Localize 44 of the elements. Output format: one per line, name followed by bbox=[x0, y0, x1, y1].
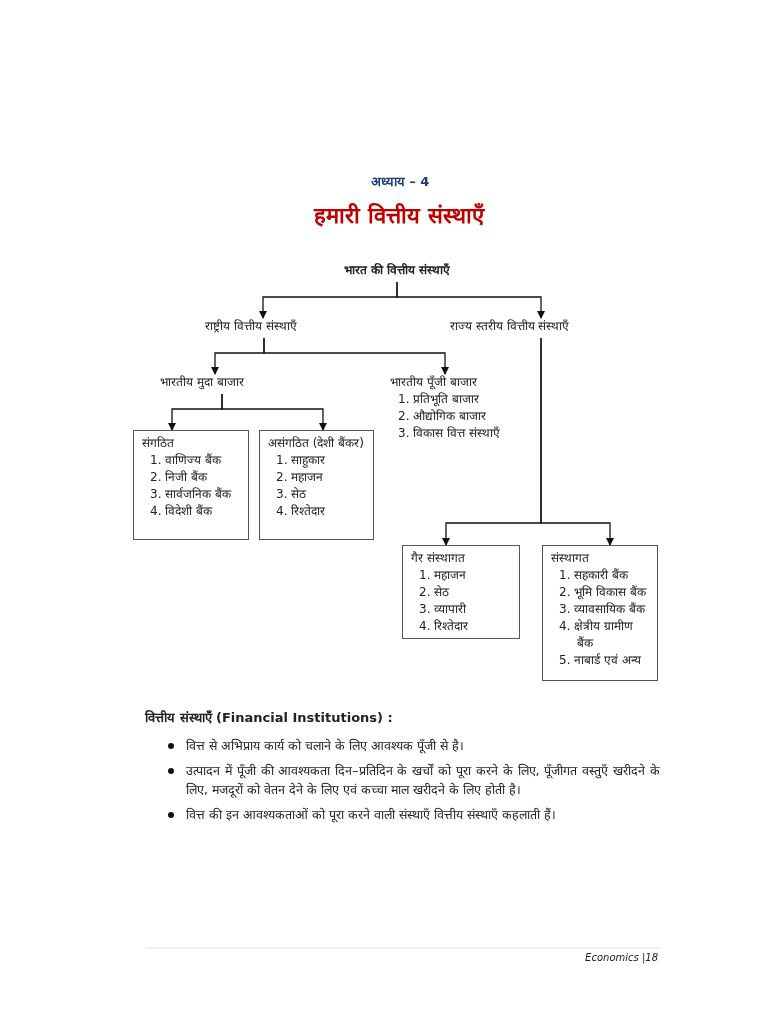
page-footer: Economics |18 bbox=[500, 950, 658, 965]
arrow bbox=[221, 393, 327, 431]
list-box bbox=[133, 430, 249, 540]
list-item: 1. साहुकार bbox=[275, 452, 327, 469]
node-heading: भारतीय पूँजी बाजार bbox=[390, 374, 478, 391]
list-item: 2. औद्योगिक बाजार bbox=[397, 408, 488, 425]
list-item: 3. सार्वजनिक बैंक bbox=[149, 486, 233, 503]
list-item: 2. महाजन bbox=[275, 469, 325, 486]
node-heading: गैर संस्थागत bbox=[411, 550, 466, 567]
list-item: 4. रिश्तेदार bbox=[418, 618, 470, 635]
list-item: 1. सहकारी बैंक bbox=[558, 567, 630, 584]
list-item: 2. भूमि विकास बैंक bbox=[558, 584, 648, 601]
arrow bbox=[263, 337, 449, 375]
node-heading: भारत की वित्तीय संस्थाएँ bbox=[342, 262, 452, 279]
list-item: 2. सेठ bbox=[418, 584, 451, 601]
node-heading: राज्य स्तरीय वित्तीय संस्थाएँ bbox=[450, 318, 571, 335]
list-item: 3. व्यापारी bbox=[418, 601, 468, 618]
list-item: 1. वाणिज्य बैंक bbox=[149, 452, 223, 469]
list-item: 4. क्षेत्रीय ग्रामीण बैंक bbox=[558, 618, 635, 652]
list-item: 5. नाबार्ड एवं अन्य bbox=[558, 652, 642, 669]
node-heading: असंगठित (देशी बैंकर) bbox=[268, 435, 365, 452]
list-item: 3. सेठ bbox=[275, 486, 308, 503]
list-item: 4. रिश्तेदार bbox=[275, 503, 327, 520]
section-heading: वित्तीय संस्थाएँ (Financial Institutions) : bbox=[145, 709, 394, 727]
bullet-text: वित्त से अभिप्राय कार्य को चलाने के लिए आवश्यक पूँजी से है। bbox=[186, 737, 464, 755]
node-heading: भारतीय मुदा बाजार bbox=[160, 374, 245, 391]
node-heading: संस्थागत bbox=[551, 550, 590, 567]
list-item: 3. विकास वित्त संस्थाएँ bbox=[397, 425, 501, 442]
list-box bbox=[259, 430, 374, 540]
arrow bbox=[396, 281, 545, 319]
bullet-text: उत्पादन में पूँजी की आवश्यकता दिन–प्रतिदिन के खर्चों को पूरा करने के लिए, पूँजीगत वस्तुएँ खरीदने के लिए, मजदूरों को वेतन देने के लिए एवं कच्चा माल खरीदने के लिए होती है। bbox=[186, 762, 660, 799]
page-title: हमारी वित्तीय संस्थाएँ bbox=[312, 202, 486, 230]
list-box bbox=[542, 545, 658, 681]
arrow bbox=[540, 337, 614, 546]
list-item: 1. महाजन bbox=[418, 567, 468, 584]
bullet-text: वित्त की इन आवश्यकताओं को पूरा करने वाली संस्थाएँ वित्तीय संस्थाएँ कहलाती हैं। bbox=[186, 806, 556, 824]
list-item: 3. व्यावसायिक बैंक bbox=[558, 601, 647, 618]
chapter-number: अध्याय – 4 bbox=[369, 173, 431, 191]
node-heading: राष्ट्रीय वित्तीय संस्थाएँ bbox=[205, 318, 298, 335]
list-item: 4. विदेशी बैंक bbox=[149, 503, 214, 520]
node-heading: संगठित bbox=[142, 435, 175, 452]
list-box bbox=[402, 545, 520, 639]
list-item: 2. निजी बैंक bbox=[149, 469, 209, 486]
list-item: 1. प्रतिभूति बाजार bbox=[397, 391, 481, 408]
